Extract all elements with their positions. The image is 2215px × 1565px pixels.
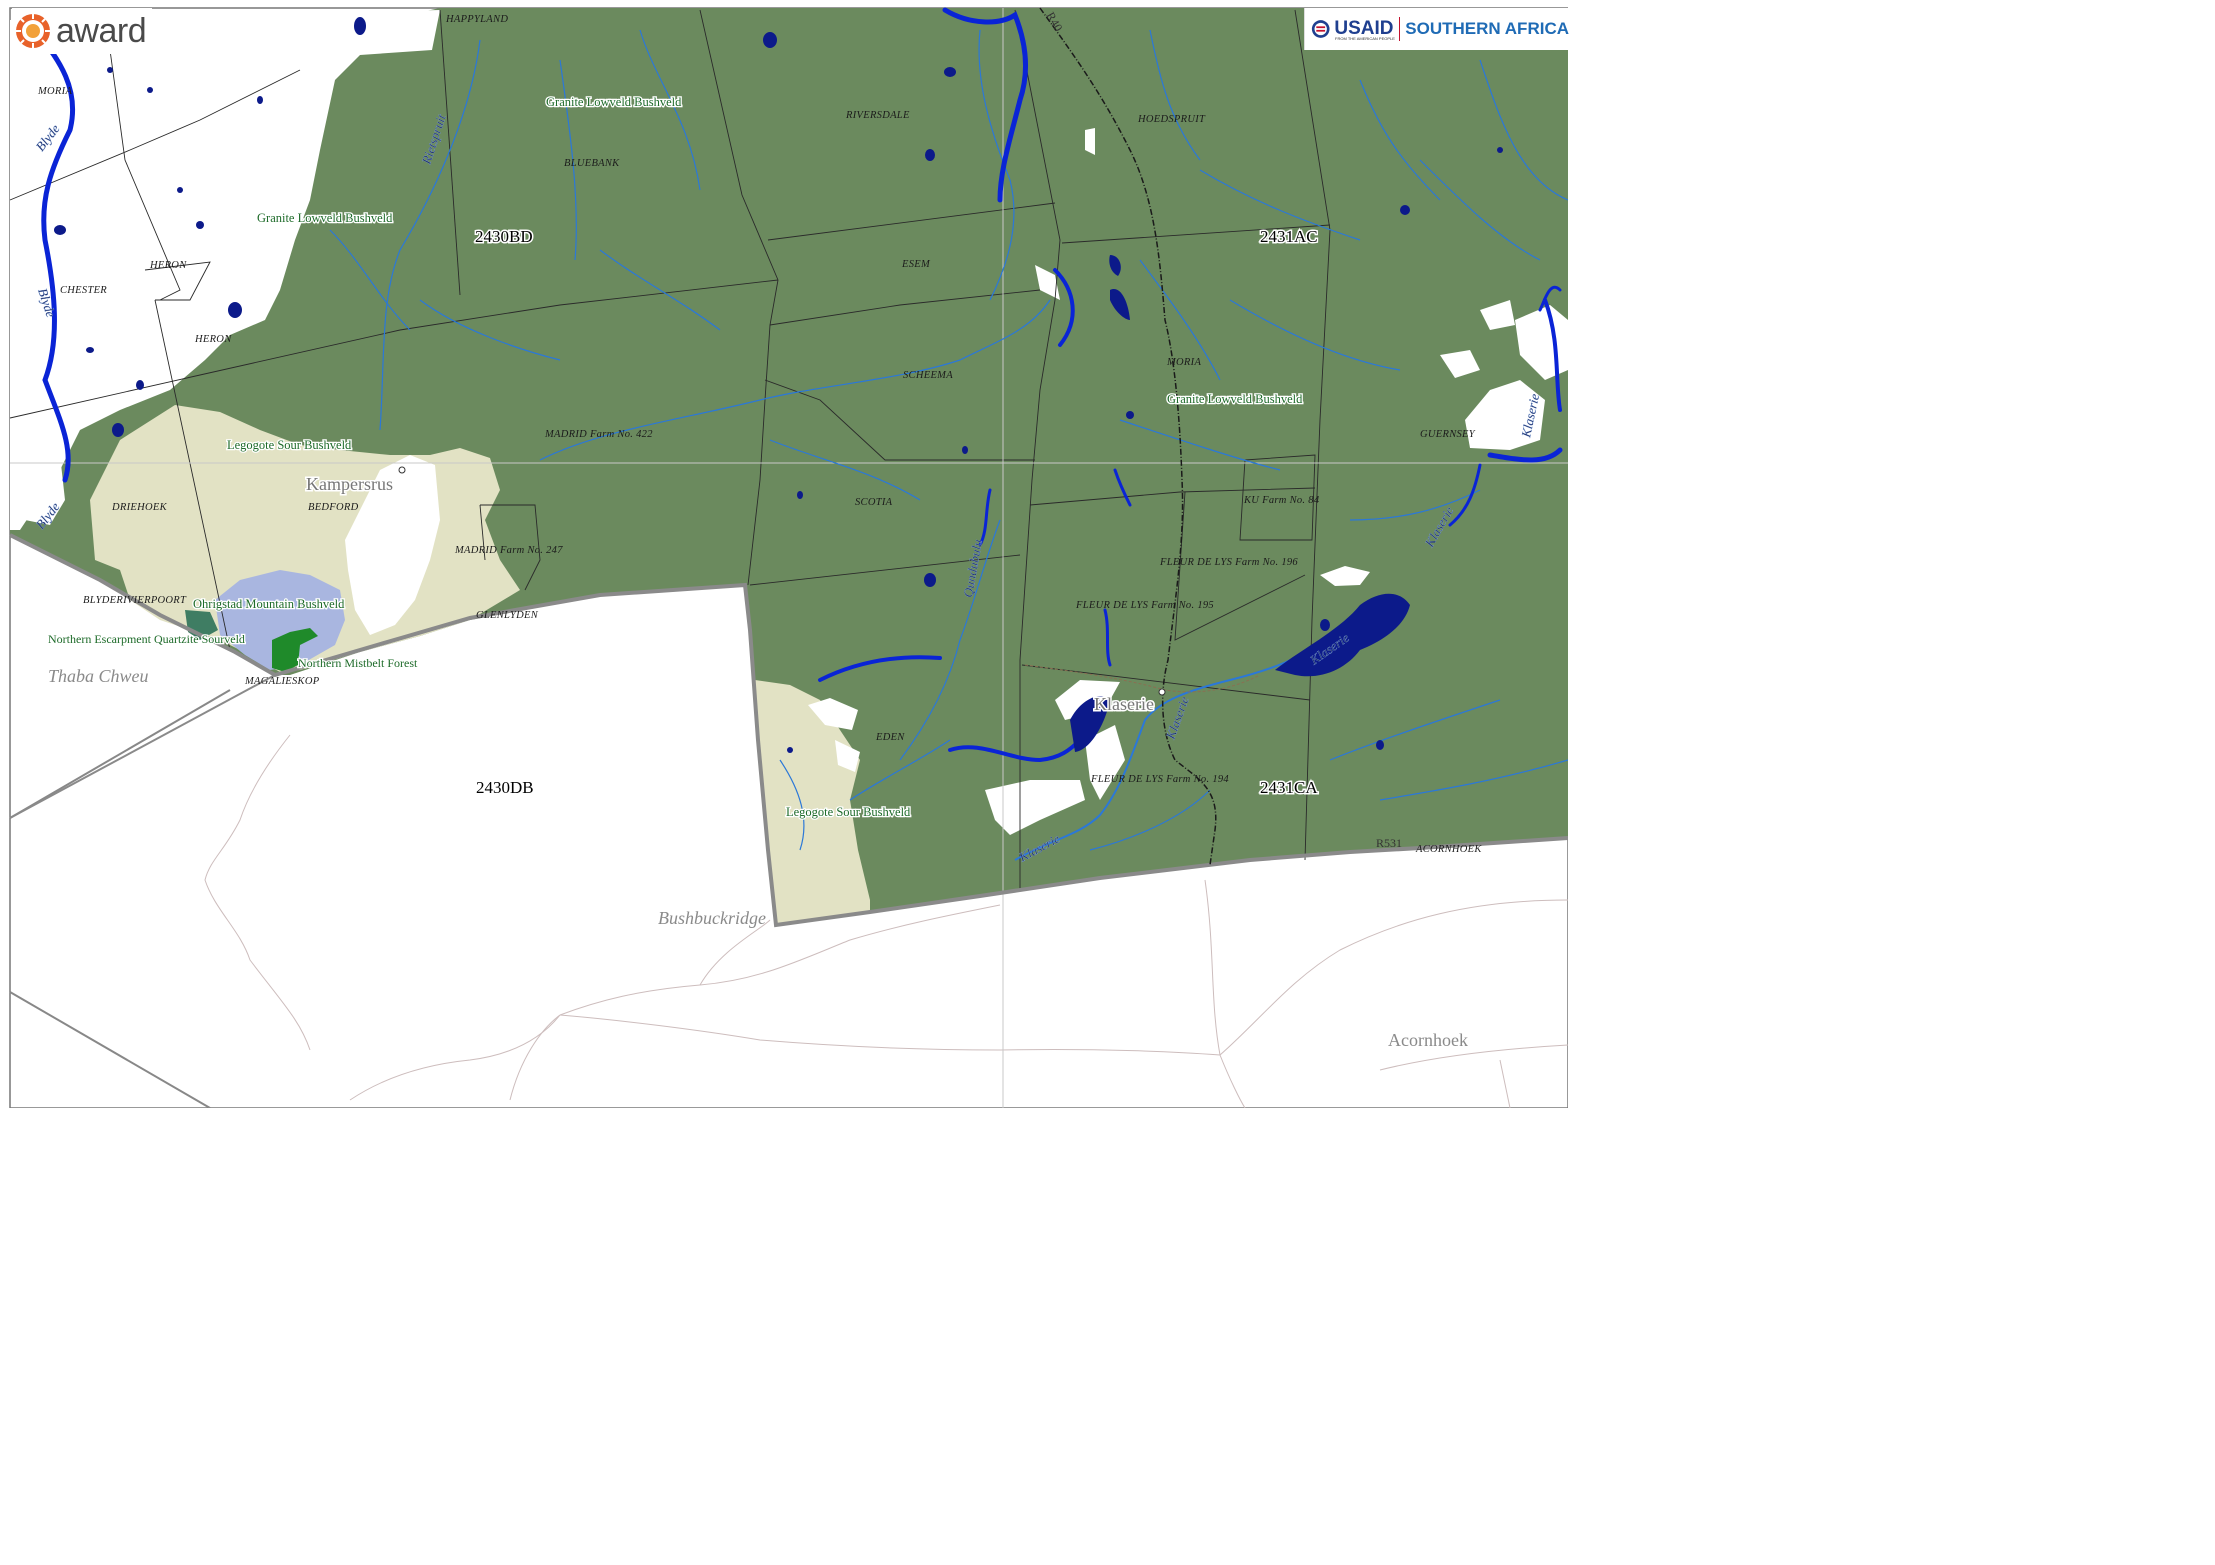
municipality-label: Bushbuckridge <box>658 908 766 928</box>
vegetation-label: Legogote Sour Bushveld <box>786 805 911 819</box>
farm-label: BLYDERIVIERPOORT <box>83 595 187 606</box>
town-point <box>1158 688 1166 696</box>
usaid-seal-icon <box>1311 20 1330 38</box>
grid-code-label: 2430BD <box>475 227 533 246</box>
main-rivers <box>32 7 1563 763</box>
farm-label: FLEUR DE LYS Farm No. 194 <box>1090 774 1229 785</box>
grid-code-label: 2431CA <box>1260 778 1318 797</box>
region-logo-text: SOUTHERN AFRICA <box>1405 19 1569 38</box>
farm-label: CHESTER <box>60 285 107 296</box>
town-label: Klaserie <box>1094 694 1154 714</box>
district-boundary <box>9 533 1568 928</box>
logo-separator <box>1398 17 1401 41</box>
farm-label: ACORNHOEK <box>1415 844 1482 855</box>
farm-label: FLEUR DE LYS Farm No. 196 <box>1159 557 1298 568</box>
farm-label: MADRID Farm No. 247 <box>454 545 563 556</box>
farm-label: HERON <box>194 334 232 345</box>
cleared-land <box>10 10 440 530</box>
farm-label: HAPPYLAND <box>445 14 508 25</box>
boundary-line <box>9 689 231 819</box>
farm-label: MORIA <box>37 86 72 97</box>
farm-label: KU Farm No. 84 <box>1243 495 1320 506</box>
farm-label: FLEUR DE LYS Farm No. 195 <box>1075 600 1214 611</box>
award-logo: award <box>12 8 153 54</box>
farm-label: ESEM <box>901 259 931 270</box>
vegetation-label: Northern Escarpment Quartzite Sourveld <box>48 632 245 646</box>
town-point <box>398 466 406 474</box>
farm-label: MORIA <box>1166 357 1201 368</box>
farm-label: SCHEEMA <box>903 370 953 381</box>
tributaries <box>329 29 1568 851</box>
sourveld-region <box>755 680 870 925</box>
farm-label: BEDFORD <box>308 502 359 513</box>
farm-label: EDEN <box>875 732 905 743</box>
municipality-label: Thaba Chweu <box>48 666 149 686</box>
map-canvas[interactable]: 2430BD 2431AC 2430DB 2431CA HAPPYLAND RI… <box>0 0 1568 1108</box>
cleared-patches <box>25 128 1568 835</box>
boundary-line <box>9 991 211 1108</box>
farm-label: MAGALIESKOP <box>244 676 320 687</box>
village-area <box>345 455 440 635</box>
outside-roads <box>204 734 1568 1108</box>
grid-code-label: 2431AC <box>1260 227 1318 246</box>
vegetation-label: Granite Lowveld Bushveld <box>546 95 682 109</box>
farm-label: HOEDSPRUIT <box>1137 114 1206 125</box>
farm-label: DRIEHOEK <box>111 502 168 513</box>
town-label: Kampersrus <box>306 474 393 494</box>
municipality-label: Acornhoek <box>1388 1030 1468 1050</box>
mountain-bushveld-region <box>215 570 345 670</box>
vegetation-label: Granite Lowveld Bushveld <box>257 211 393 225</box>
farm-label: MADRID Farm No. 422 <box>544 429 653 440</box>
r531-road <box>1024 664 1261 693</box>
usaid-tagline: FROM THE AMERICAN PEOPLE <box>1335 36 1395 41</box>
usaid-logo: USAID SOUTHERN AFRICA FROM THE AMERICAN … <box>1304 8 1569 50</box>
vegetation-label: Granite Lowveld Bushveld <box>1167 392 1303 406</box>
farm-label: HERON <box>149 260 187 271</box>
forest-region <box>272 628 318 672</box>
farm-label: BLUEBANK <box>564 158 620 169</box>
r40-road <box>1039 7 1217 866</box>
road-label: R531 <box>1376 836 1402 850</box>
farm-label: RIVERSDALE <box>845 110 910 121</box>
vegetation-label: Ohrigstad Mountain Bushveld <box>193 597 345 611</box>
award-logo-text: award <box>56 11 147 50</box>
boundary-line <box>9 674 276 819</box>
farm-label: GLENLYDEN <box>476 610 539 621</box>
usaid-logo-text: USAID <box>1334 18 1394 39</box>
vegetation-label: Legogote Sour Bushveld <box>227 438 352 452</box>
grid-code-label: 2430DB <box>476 778 534 797</box>
award-sun-logo-icon <box>16 14 50 48</box>
farm-label: GUERNSEY <box>1420 429 1476 440</box>
farm-label: SCOTIA <box>855 497 893 508</box>
klaserie-river <box>1014 629 1341 861</box>
vegetation-label: Northern Mistbelt Forest <box>298 656 418 670</box>
dams <box>54 17 1503 753</box>
